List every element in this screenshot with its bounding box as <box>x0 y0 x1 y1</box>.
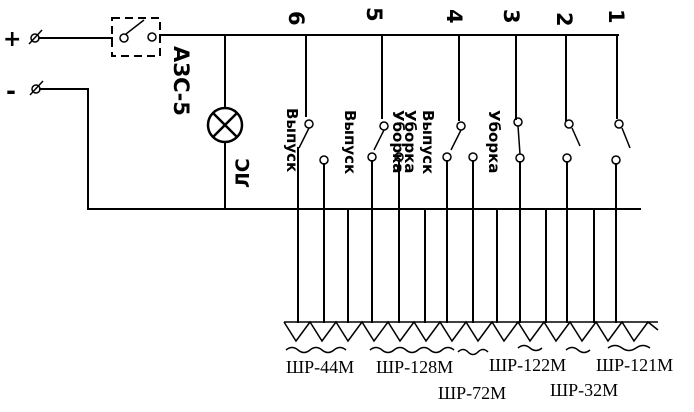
connector-label-shr122m: ШР-122М <box>489 355 566 375</box>
switch-2-number: 2 <box>552 12 576 27</box>
switch-6-number: 6 <box>284 11 308 26</box>
switch-6-release-label: Выпуск <box>283 108 301 172</box>
switch-4-number: 4 <box>442 9 466 24</box>
minus-bus <box>39 88 641 210</box>
signal-lamp-icon <box>206 106 244 144</box>
switch-4-retract-label: Уборка <box>401 110 419 173</box>
connector-label-shr121m: ШР-121М <box>596 355 673 375</box>
circuit-breaker-azs5 <box>111 17 161 57</box>
switch-4-release-label: Выпуск <box>419 110 437 174</box>
connector-label-shr44m: ШР-44М <box>286 357 354 377</box>
connector-pin-strip <box>283 320 659 343</box>
switch-5-number: 5 <box>362 7 386 22</box>
switch-5-retract-label: Уборка <box>389 110 407 173</box>
connector-label-shr32m: ШР-32М <box>550 380 618 400</box>
connector-label-shr128m: ШР-128М <box>376 357 453 377</box>
switch-3-retract-label: Уборка <box>485 110 503 173</box>
connector-label-shr72m: ШР-72М <box>438 383 506 403</box>
switch-1-number: 1 <box>604 9 628 24</box>
switch-3-number: 3 <box>499 9 523 24</box>
lamp-label: ЛС <box>232 158 254 188</box>
switch-5-release-label: Выпуск <box>341 110 359 174</box>
breaker-label: АЗС-5 <box>169 46 193 116</box>
minus-terminal-sign: - <box>6 77 16 105</box>
plus-terminal-sign: + <box>3 27 21 52</box>
